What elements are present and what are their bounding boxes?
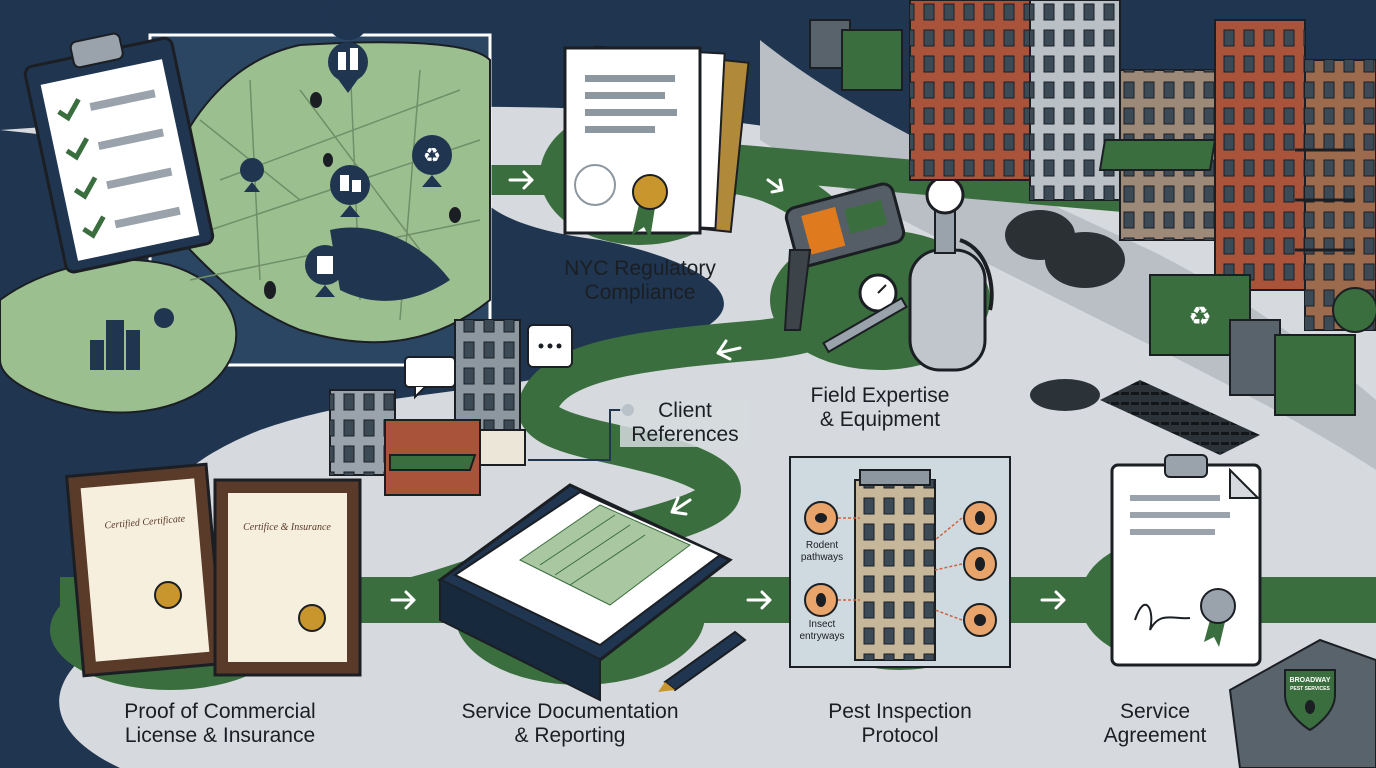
rodent-label: Rodent <box>806 540 838 551</box>
service-binder <box>437 483 733 702</box>
svg-text:♻: ♻ <box>423 143 441 167</box>
bug-icon <box>815 511 986 626</box>
svg-text:♻: ♻ <box>1188 302 1211 332</box>
label-inspection-line1: Pest Inspection <box>828 700 972 723</box>
ribbon-seal-icon <box>1200 588 1236 647</box>
gauge-icon <box>822 273 908 354</box>
speech-bubble-icon <box>404 324 573 400</box>
pen-icon <box>658 630 747 692</box>
label-regulatory: NYC Regulatory Compliance <box>535 257 745 305</box>
label-field-line1: Field Expertise <box>810 384 950 407</box>
clipboard-checklist-icon <box>23 32 215 274</box>
label-agreement-line2: Agreement <box>1103 724 1207 747</box>
insect-label-2: entryways <box>799 631 844 642</box>
label-regulatory-line2: Compliance <box>584 281 696 304</box>
label-license-line1: Proof of Commercial <box>124 700 316 723</box>
label-field-line2: & Equipment <box>819 408 941 431</box>
map-buildings <box>90 320 140 370</box>
svg-text:PEST SERVICES: PEST SERVICES <box>1290 686 1330 692</box>
inspection-panel <box>789 456 1011 668</box>
label-documentation-line2: & Reporting <box>514 724 626 747</box>
certificate-title-right: Certifice & Insurance <box>243 522 331 533</box>
label-agreement-line1: Service <box>1119 700 1191 723</box>
label-inspection-line2: Protocol <box>861 724 939 747</box>
regulatory-folder-icon <box>563 45 750 239</box>
label-field: Field Expertise & Equipment <box>770 384 990 432</box>
label-references-line1: Client <box>658 399 712 422</box>
license-certificate <box>64 462 226 678</box>
client-buildings <box>329 319 526 496</box>
recycle-icon: ♻ <box>412 135 452 187</box>
rodent-label-2: pathways <box>801 552 843 563</box>
label-license: Proof of Commercial License & Insurance <box>95 700 345 748</box>
street-scene <box>820 0 1376 333</box>
thermal-camera-icon <box>783 182 906 331</box>
label-documentation-line1: Service Documentation <box>461 700 679 723</box>
label-license-line2: License & Insurance <box>124 724 316 747</box>
label-documentation: Service Documentation & Reporting <box>430 700 710 748</box>
agreement-clipboard <box>1110 454 1262 667</box>
label-references-line2: References <box>631 423 739 446</box>
nyc-map <box>0 33 492 414</box>
shield-bug-icon: BROADWAY PEST SERVICES <box>1228 638 1376 768</box>
svg-text:BROADWAY: BROADWAY <box>1290 677 1331 684</box>
arrow-right-icon <box>390 170 1066 610</box>
arrow-left-icon <box>670 339 742 516</box>
label-regulatory-line1: NYC Regulatory <box>564 257 716 280</box>
map-pin-icon <box>330 165 370 217</box>
bug-icon <box>264 92 461 299</box>
label-agreement: Service Agreement <box>1080 700 1230 748</box>
dumpsters: ♻ <box>809 19 1356 455</box>
label-references: Client References <box>620 399 750 447</box>
map-pin-icon <box>154 158 264 328</box>
insect-label: Insect <box>809 619 836 630</box>
trash-icon <box>305 245 345 297</box>
insurance-certificate <box>213 478 362 677</box>
label-inspection: Pest Inspection Protocol <box>800 700 1000 748</box>
ribbon-seal-icon <box>632 174 668 239</box>
map-pin-icon <box>326 0 371 93</box>
